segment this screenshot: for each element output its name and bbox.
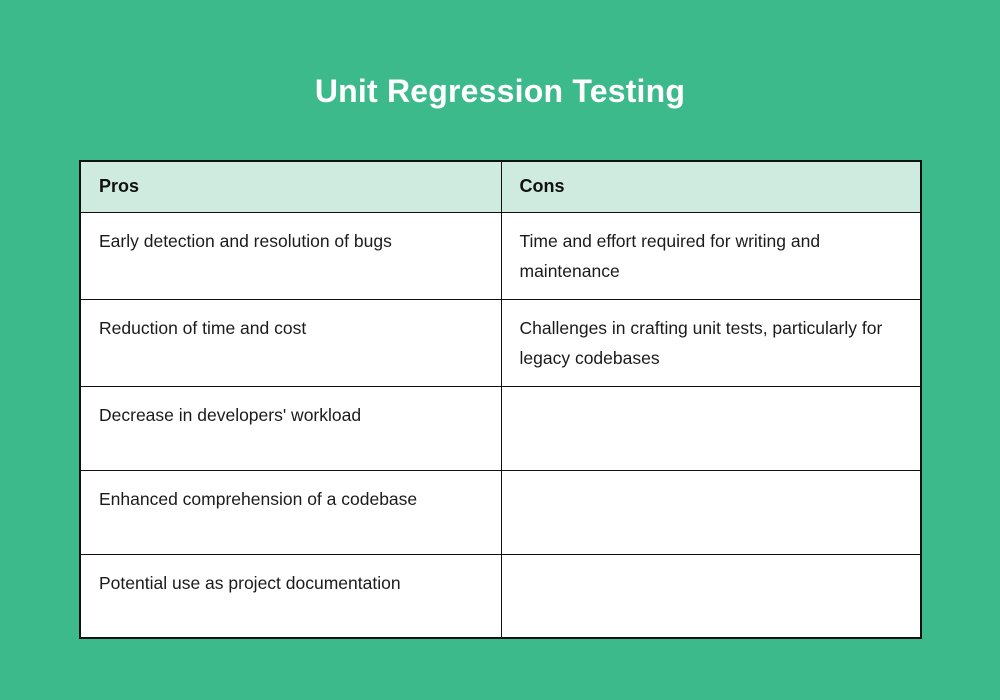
cell-cons: [500, 385, 922, 471]
table-row: Potential use as project documentation: [79, 553, 922, 639]
table-row: Reduction of time and cost Challenges in…: [79, 298, 922, 387]
table-body: Early detection and resolution of bugs T…: [79, 211, 922, 639]
cell-cons: [500, 469, 922, 555]
cell-cons-text: [520, 484, 903, 485]
cell-pros-text: Early detection and resolution of bugs: [99, 230, 392, 251]
cell-pros: Decrease in developers' workload: [79, 385, 502, 471]
cell-pros: Enhanced comprehension of a codebase: [79, 469, 502, 555]
cell-cons: [500, 553, 922, 639]
pros-cons-table: Pros Cons Early detection and resolution…: [79, 160, 922, 639]
table-header-row: Pros Cons: [79, 160, 922, 213]
cell-cons-text: Time and effort required for writing and…: [519, 230, 821, 281]
column-header-pros-label: Pros: [99, 176, 140, 196]
column-header-cons-label: Cons: [519, 176, 565, 196]
cell-cons-text: [520, 400, 903, 401]
column-header-cons: Cons: [500, 160, 922, 213]
cell-cons: Challenges in crafting unit tests, parti…: [500, 298, 922, 387]
cell-pros: Reduction of time and cost: [79, 298, 502, 387]
column-header-pros: Pros: [79, 160, 502, 213]
cell-pros-text: Reduction of time and cost: [99, 317, 307, 338]
page-title: Unit Regression Testing: [314, 73, 686, 109]
cell-cons-text: [520, 568, 903, 569]
cell-cons: Time and effort required for writing and…: [500, 211, 922, 300]
table-header: Pros Cons: [79, 160, 922, 213]
table-row: Enhanced comprehension of a codebase: [79, 469, 922, 555]
cell-pros-text: Potential use as project documentation: [99, 572, 401, 593]
cell-cons-text: Challenges in crafting unit tests, parti…: [519, 317, 883, 368]
cell-pros-text: Enhanced comprehension of a codebase: [99, 488, 418, 509]
cell-pros: Early detection and resolution of bugs: [79, 211, 502, 300]
cell-pros-text: Decrease in developers' workload: [99, 404, 362, 425]
table-row: Early detection and resolution of bugs T…: [79, 211, 922, 300]
table-row: Decrease in developers' workload: [79, 385, 922, 471]
cell-pros: Potential use as project documentation: [79, 553, 502, 639]
